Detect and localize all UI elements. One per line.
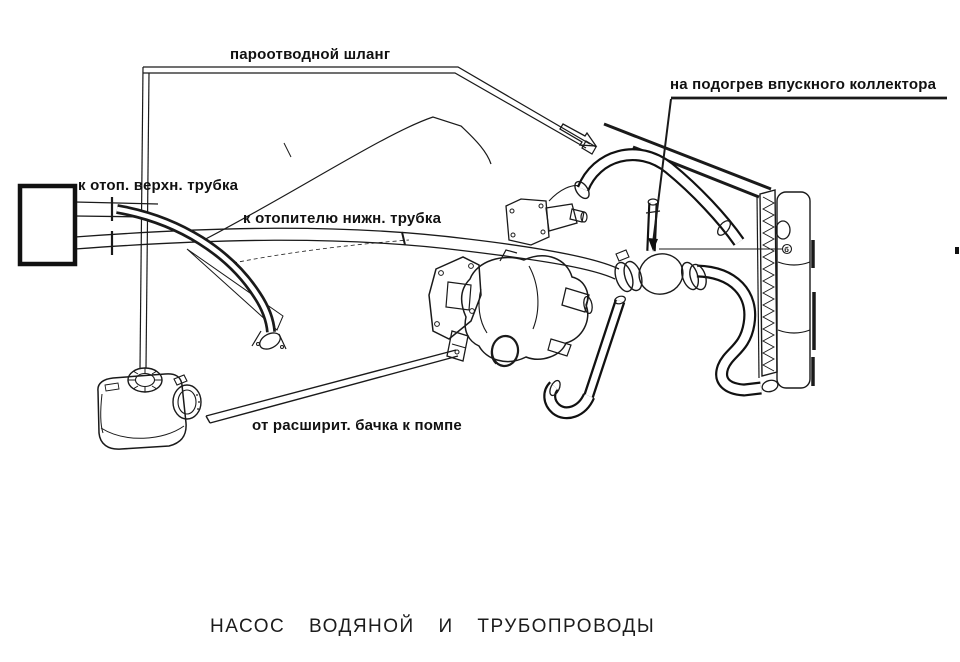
water-pump-drawing xyxy=(428,249,593,368)
radiator-mark-circle xyxy=(781,243,793,255)
label-tank-to-pump: от расширит. бачка к помпе xyxy=(252,417,462,434)
intake-label-leader xyxy=(652,98,672,244)
radiator-core-hatch xyxy=(762,196,775,372)
tee-fitting-drawing xyxy=(614,249,707,295)
hose-clamp-icon xyxy=(172,384,202,420)
radiator-bottom-outlet xyxy=(761,379,779,393)
radiator-hoses-drawing xyxy=(543,148,762,420)
label-intake-manifold: на подогрев впускного коллектора xyxy=(670,76,937,93)
leader-arrowhead-icon xyxy=(648,238,658,251)
heater-box-drawing xyxy=(17,183,78,267)
pump-gasket xyxy=(428,256,482,340)
expansion-tank-drawing xyxy=(97,349,459,450)
radiator-mark-letter: б xyxy=(784,245,789,254)
callout-leaders: б xyxy=(648,96,959,393)
upper-heater-hose-drawing xyxy=(116,204,287,350)
thermostat-housing-drawing xyxy=(505,185,588,246)
steam-hose-line xyxy=(139,66,598,369)
label-steam-hose: пароотводной шланг xyxy=(230,46,391,63)
pointer-sliver xyxy=(186,248,284,331)
hollow-arrow-icon xyxy=(559,123,598,147)
label-heater-lower-tube: к отопителю нижн. трубка xyxy=(243,210,442,227)
figure-title: НАСОС ВОДЯНОЙ И ТРУБОПРОВОДЫ xyxy=(210,616,656,637)
edge-tick-mark xyxy=(955,247,959,254)
label-heater-upper-tube: к отоп. верхн. трубка xyxy=(78,177,239,194)
radiator-drawing xyxy=(756,189,816,389)
body-outline-lines xyxy=(197,116,492,264)
